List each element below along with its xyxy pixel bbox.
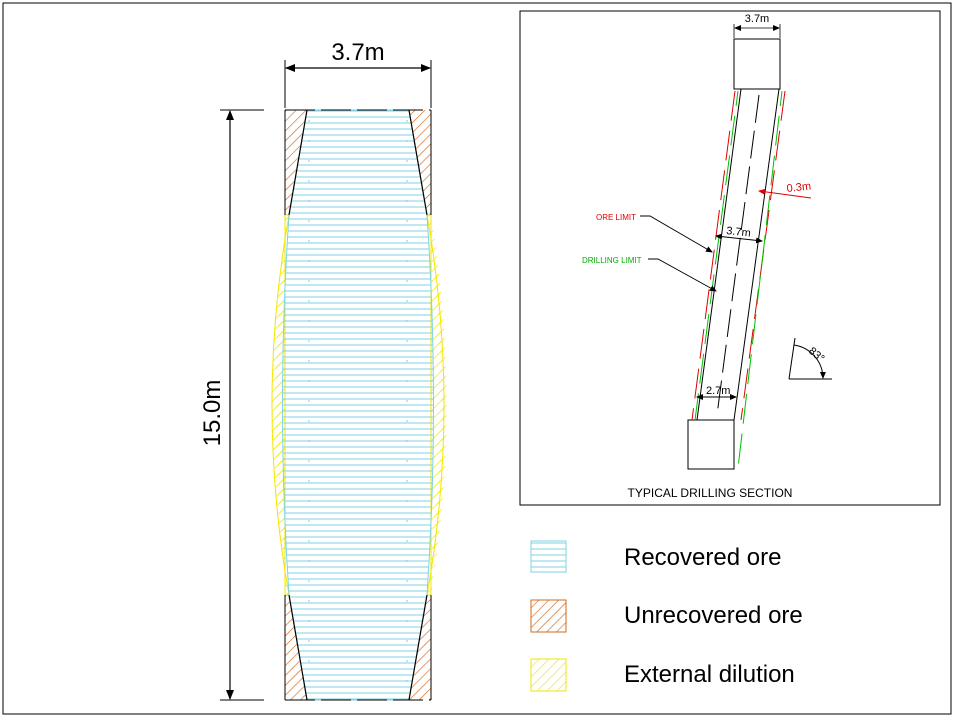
inset-title: TYPICAL DRILLING SECTION <box>628 486 793 500</box>
wedge-line-tl <box>288 109 308 216</box>
offset-leader <box>758 188 812 199</box>
legend: Recovered ore Unrecovered ore External d… <box>530 540 803 692</box>
stope-section: 3.7m 15.0m <box>199 39 447 701</box>
drilling-section-inset: 3.7m 0.3m 3.7m ORE LIMIT DRILLING LIMIT … <box>519 10 941 506</box>
legend-label-recovered-ore: Recovered ore <box>624 544 781 571</box>
top-width-label: 3.7m <box>745 13 769 25</box>
drilling-limit-label: DRILLING LIMIT <box>582 256 642 265</box>
mid-width-label: 3.7m <box>726 225 752 239</box>
top-drive <box>733 38 781 90</box>
bottom-drive <box>687 419 735 470</box>
mid-width-dim <box>715 233 763 244</box>
wedge-line-bl <box>288 594 308 701</box>
unrecovered-ore-bottom-right <box>409 595 431 700</box>
wedge-line-tr <box>408 109 428 216</box>
offset-label: 0.3m <box>786 180 812 194</box>
inset-centerline-1 <box>716 94 760 416</box>
inset-footwall <box>733 88 780 421</box>
unrecovered-ore-top-right <box>409 110 431 215</box>
legend-label-unrecovered-ore: Unrecovered ore <box>624 602 803 629</box>
legend-item-external-dilution: External dilution <box>530 658 795 692</box>
drilling-limit-left <box>694 90 739 421</box>
height-label: 15.0m <box>199 380 226 447</box>
drilling-limit-right <box>737 90 783 469</box>
ore-limit-label: ORE LIMIT <box>596 213 636 222</box>
unrecovered-ore-bottom-left <box>285 595 307 700</box>
drilling-limit-leader <box>648 258 717 292</box>
wedge-line-br <box>408 594 428 701</box>
external-dilution-right-band <box>427 215 447 595</box>
ore-limit-leader <box>640 215 713 253</box>
inset-hangingwall <box>696 88 742 421</box>
bottom-width-label: 2.7m <box>706 385 730 397</box>
angle-vertical-line <box>788 337 796 380</box>
legend-swatch-external-dilution <box>530 658 567 692</box>
legend-item-recovered-ore: Recovered ore <box>530 540 781 573</box>
width-label: 3.7m <box>331 39 384 66</box>
legend-label-external-dilution: External dilution <box>624 661 795 688</box>
legend-item-unrecovered-ore: Unrecovered ore <box>530 599 803 633</box>
legend-swatch-unrecovered-ore <box>530 599 567 633</box>
legend-swatch-recovered-ore <box>530 540 567 573</box>
unrecovered-ore-top-left <box>285 110 307 215</box>
angle-arc <box>793 344 826 379</box>
ore-limit-left <box>691 90 736 421</box>
recovered-ore <box>282 109 434 701</box>
